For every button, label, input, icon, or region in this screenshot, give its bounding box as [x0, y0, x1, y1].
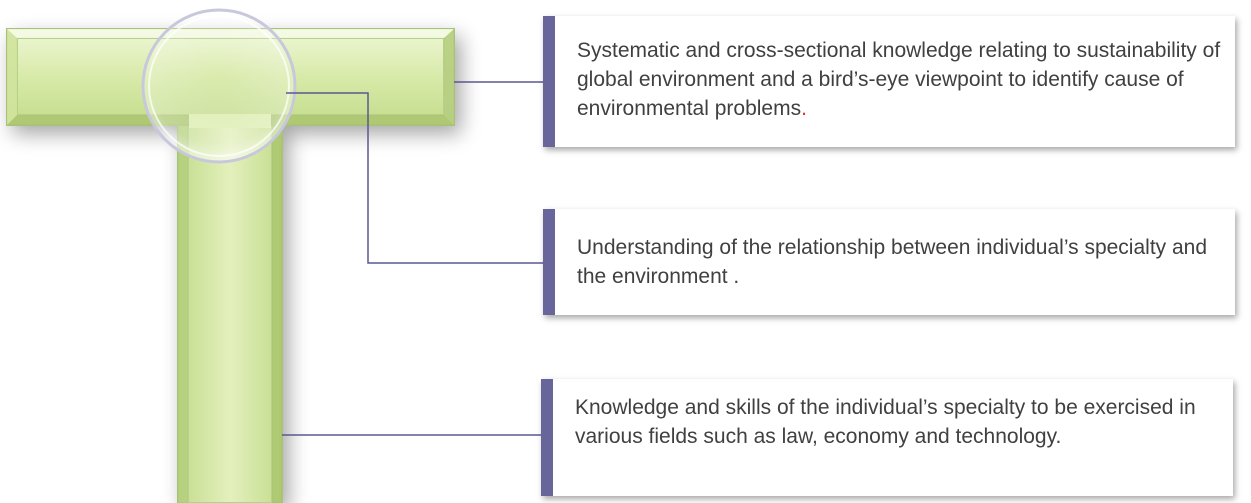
- callout-text: Understanding of the relationship betwee…: [577, 236, 1208, 288]
- callout-specialty-skills: Knowledge and skills of the individual’s…: [541, 379, 1233, 496]
- callout-trailing-period: .: [801, 97, 807, 120]
- lens-circle: [141, 8, 297, 164]
- connector-lines: [282, 81, 543, 436]
- callout-text: Knowledge and skills of the individual’s…: [575, 396, 1196, 448]
- callout-global-knowledge: Systematic and cross-sectional knowledge…: [543, 16, 1235, 147]
- callout-text: Systematic and cross-sectional knowledge…: [577, 39, 1221, 120]
- connector-2: [286, 92, 543, 264]
- callout-specialty-relationship: Understanding of the relationship betwee…: [543, 209, 1235, 315]
